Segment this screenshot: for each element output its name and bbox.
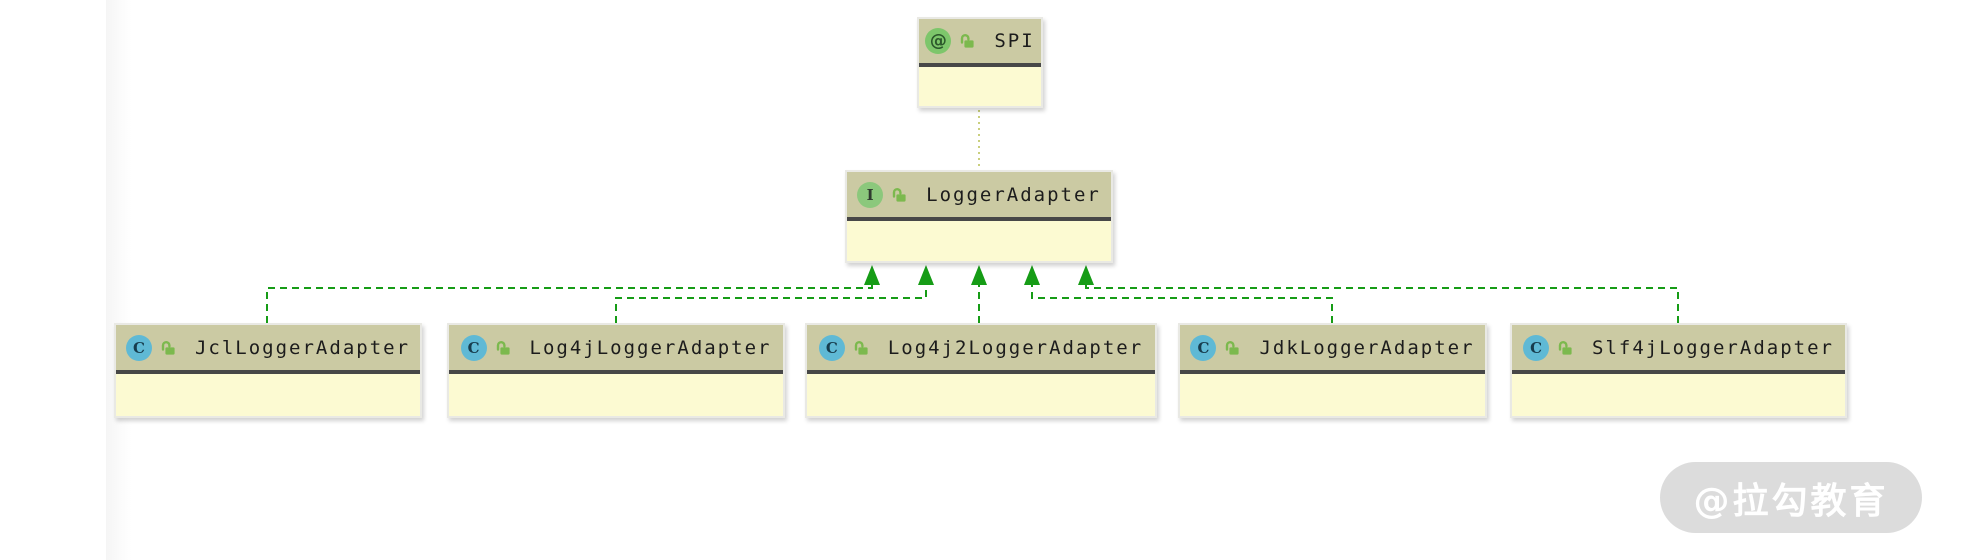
node-header: @ SPI [919,19,1041,67]
annotation-node-spi[interactable]: @ SPI [917,17,1043,108]
interface-icon: I [857,181,884,208]
node-label: SPI [994,30,1035,52]
class-icon: C [125,334,152,361]
class-icon: C [1190,334,1217,361]
realization-edge-jdk [1031,284,1333,323]
public-lock-icon [892,187,906,202]
annotation-icon: @ [925,28,952,54]
public-lock-icon [961,34,974,48]
node-label: LoggerAdapter [926,183,1101,206]
class-icon: C [818,334,845,361]
node-body [1180,374,1485,416]
node-label: Slf4jLoggerAdapter [1592,336,1834,359]
arrowhead-icon [1024,265,1040,285]
class-icon: C [460,334,487,361]
class-node-log4j2-logger-adapter[interactable]: C Log4j2LoggerAdapter [805,323,1157,418]
arrowhead-icon [918,265,934,285]
public-lock-icon [1558,340,1572,355]
public-lock-icon [161,340,175,355]
node-body [1512,374,1845,416]
left-gutter-strip [106,0,132,560]
watermark-badge: @拉勾教育 [1660,462,1922,533]
arrowhead-icon [864,265,880,285]
realization-edge-log4j [615,284,927,323]
node-body [807,374,1155,416]
class-node-jdk-logger-adapter[interactable]: C JdkLoggerAdapter [1178,323,1487,418]
node-body [919,67,1041,106]
node-label: Log4jLoggerAdapter [529,336,772,359]
realization-edge-slf4j [1085,284,1679,323]
node-label: Log4j2LoggerAdapter [887,336,1144,359]
public-lock-icon [496,340,510,355]
class-node-slf4j-logger-adapter[interactable]: C Slf4jLoggerAdapter [1510,323,1847,418]
public-lock-icon [854,340,868,355]
class-icon: C [1523,334,1550,361]
node-body [116,374,420,416]
node-header: I LoggerAdapter [847,172,1111,221]
class-node-log4j-logger-adapter[interactable]: C Log4jLoggerAdapter [447,323,785,418]
interface-node-logger-adapter[interactable]: I LoggerAdapter [845,170,1113,263]
node-header: C Log4j2LoggerAdapter [807,325,1155,374]
node-label: JdkLoggerAdapter [1259,336,1475,359]
realization-edge-jcl [266,284,873,323]
node-header: C Log4jLoggerAdapter [449,325,783,374]
node-body [449,374,783,416]
arrowhead-icon [1078,265,1094,285]
node-header: C JclLoggerAdapter [116,325,420,374]
node-body [847,221,1111,261]
node-label: JclLoggerAdapter [194,336,411,359]
class-node-jcl-logger-adapter[interactable]: C JclLoggerAdapter [114,323,422,418]
public-lock-icon [1226,340,1240,355]
node-header: C JdkLoggerAdapter [1180,325,1485,374]
node-header: C Slf4jLoggerAdapter [1512,325,1845,374]
arrowhead-icon [971,265,987,285]
